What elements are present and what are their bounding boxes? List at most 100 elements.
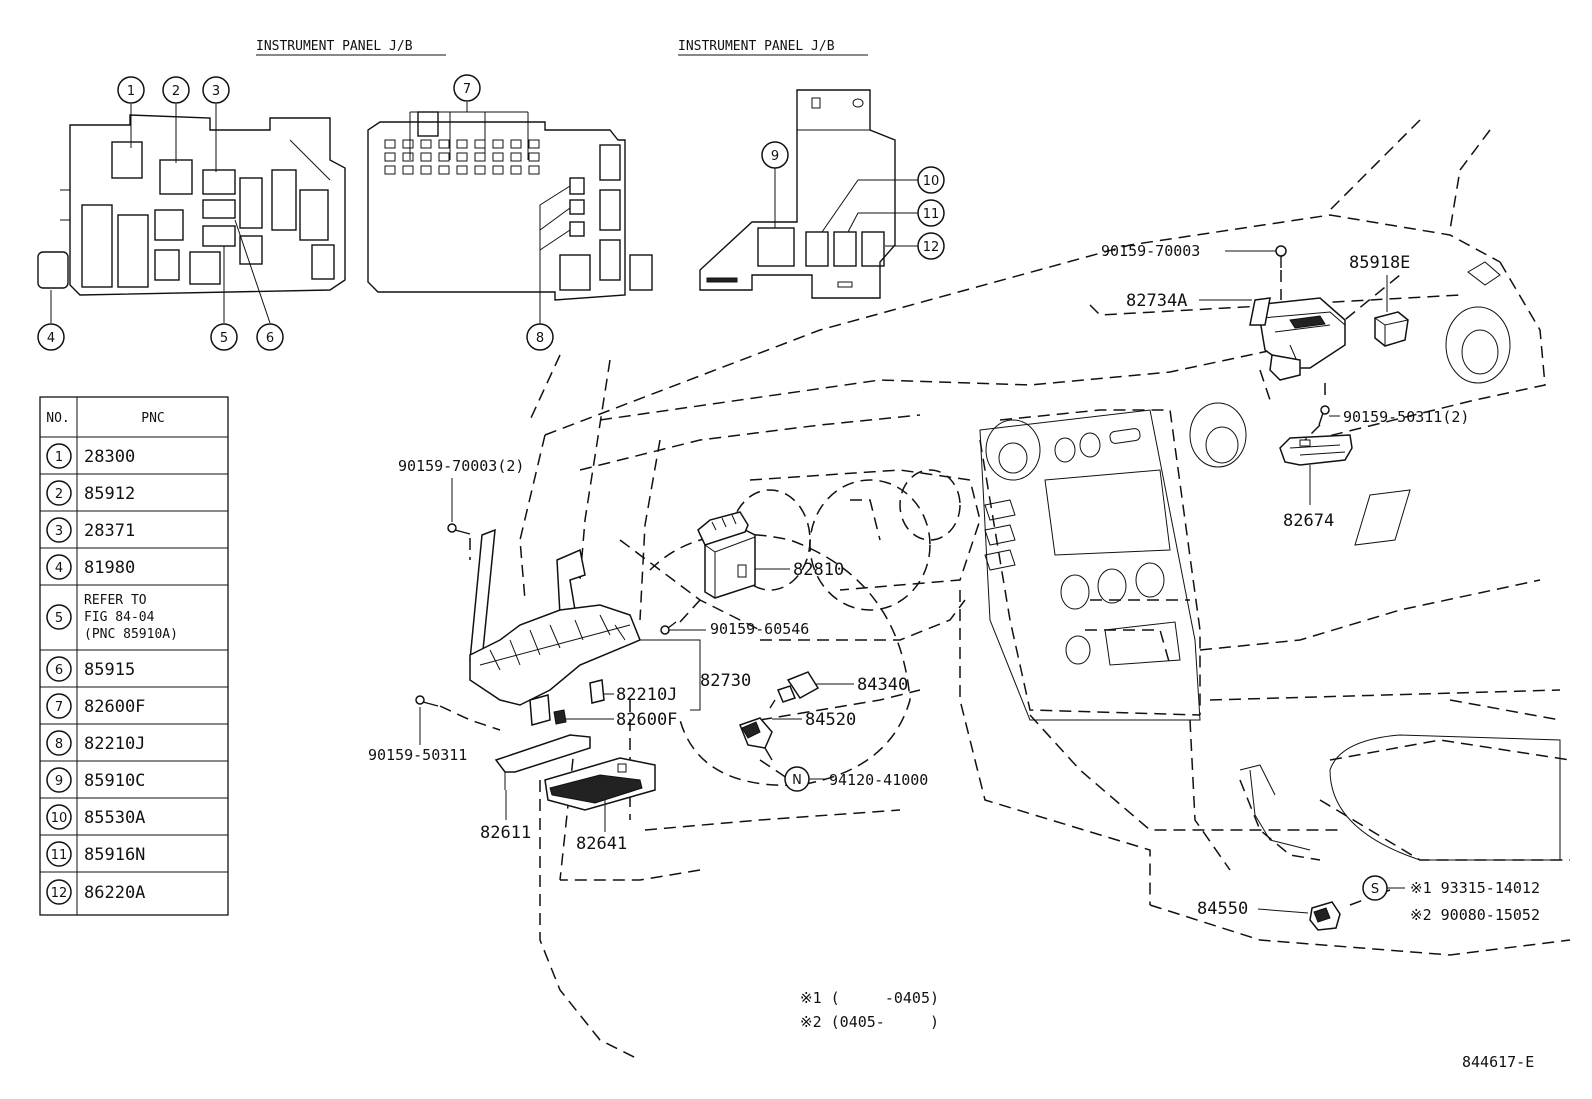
svg-text:81980: 81980 [84,558,135,578]
svg-text:85916N: 85916N [84,845,145,865]
part-85918E-relay [1374,311,1409,347]
svg-text:FIG 84-04: FIG 84-04 [84,610,155,625]
callout-7: 7 [453,74,481,102]
part-84520-switch [739,717,773,761]
label-84550: 84550 [1197,899,1248,919]
label-94120-41000: 94120-41000 [829,771,928,789]
label-84520: 84520 [805,710,856,730]
table-row: 6 85915 [46,656,135,682]
n-marker: N [784,766,810,792]
table-row: 10 85530A [46,804,145,830]
svg-text:11: 11 [51,848,68,863]
callout-2: 2 [162,76,190,104]
svg-text:3: 3 [212,84,220,99]
svg-text:1: 1 [127,84,135,99]
svg-text:85912: 85912 [84,484,135,504]
svg-text:1: 1 [55,450,63,465]
label-82674: 82674 [1283,511,1334,531]
part-84340-switch [769,671,820,709]
label-90159-50311: 90159-50311 [368,746,467,764]
screw-icon [447,523,471,535]
svg-text:86220A: 86220A [84,883,145,903]
table-row: 3 28371 [46,517,135,543]
part-82734A-ecu [1249,297,1346,381]
svg-text:5: 5 [55,611,63,626]
label-82611: 82611 [480,823,531,843]
callout-8: 8 [526,323,554,351]
svg-text:7: 7 [55,700,63,715]
note-2: ※2 (0405- ) [800,1013,939,1031]
svg-text:82600F: 82600F [84,697,145,717]
svg-text:12: 12 [923,240,940,255]
s-marker: S [1362,875,1388,901]
svg-text:85915: 85915 [84,660,135,680]
svg-text:85910C: 85910C [84,771,145,791]
part-82611-plate [494,734,591,773]
table-row: 5 REFER TO FIG 84-04 (PNC 85910A) [46,593,178,642]
callout-12: 12 [917,232,945,260]
label-s2: ※2 90080-15052 [1410,906,1540,924]
label-82600F: 82600F [616,710,677,730]
screw-icon [415,695,439,707]
pnc-table: NO. PNC 1 28300 2 85912 3 28371 4 81980 … [39,396,229,916]
svg-text:8: 8 [55,737,63,752]
svg-text:11: 11 [923,207,940,222]
svg-text:85530A: 85530A [84,808,145,828]
table-row: 2 85912 [46,480,135,506]
junction-block-front-view [37,114,346,296]
label-90159-60546: 90159-60546 [710,620,809,638]
label-82641: 82641 [576,834,627,854]
table-row: 1 28300 [46,443,135,469]
svg-text:4: 4 [55,561,63,576]
label-82810: 82810 [793,560,844,580]
callout-11: 11 [917,199,945,227]
table-row: 8 82210J [46,730,145,756]
header-right: INSTRUMENT PANEL J/B [678,39,835,54]
svg-text:2: 2 [172,84,180,99]
part-82674-bracket [1279,434,1353,466]
part-82600F [553,709,567,725]
table-row: 9 85910C [46,767,145,793]
jb-bracket [469,528,496,661]
note-1: ※1 ( -0405) [800,989,939,1007]
part-82810-relay [697,511,756,599]
label-85918E: 85918E [1349,253,1410,273]
label-90159-50311-2: 90159-50311(2) [1343,408,1469,426]
table-row: 12 86220A [46,879,145,905]
svg-text:10: 10 [51,811,68,826]
table-header-no: NO. [46,411,69,426]
junction-block-side-view [699,89,896,299]
svg-text:9: 9 [771,149,779,164]
junction-block-rear-view [367,111,653,301]
part-84550-switch [1309,901,1341,931]
label-82730: 82730 [700,671,751,691]
callout-3: 3 [202,76,230,104]
svg-text:9: 9 [55,774,63,789]
label-82734A: 82734A [1126,291,1187,311]
header-left: INSTRUMENT PANEL J/B [256,39,413,54]
svg-text:10: 10 [923,174,940,189]
junction-block [469,604,641,726]
screw-icon [660,621,677,635]
svg-text:8: 8 [536,331,544,346]
svg-text:3: 3 [55,524,63,539]
label-84340: 84340 [857,675,908,695]
svg-text:7: 7 [463,82,471,97]
svg-text:12: 12 [51,886,68,901]
svg-text:28300: 28300 [84,447,135,467]
callout-9: 9 [761,141,789,169]
callout-6: 6 [256,323,284,351]
part-82210J [589,679,605,704]
label-90159-70003-2: 90159-70003(2) [398,457,524,475]
table-row: 7 82600F [46,693,145,719]
callout-5: 5 [210,323,238,351]
svg-text:28371: 28371 [84,521,135,541]
svg-text:S: S [1371,882,1379,897]
callout-1: 1 [117,76,145,104]
svg-text:82210J: 82210J [84,734,145,754]
label-90159-70003: 90159-70003 [1101,242,1200,260]
svg-text:6: 6 [55,663,63,678]
table-header-pnc: PNC [141,411,164,426]
svg-text:N: N [792,773,802,788]
